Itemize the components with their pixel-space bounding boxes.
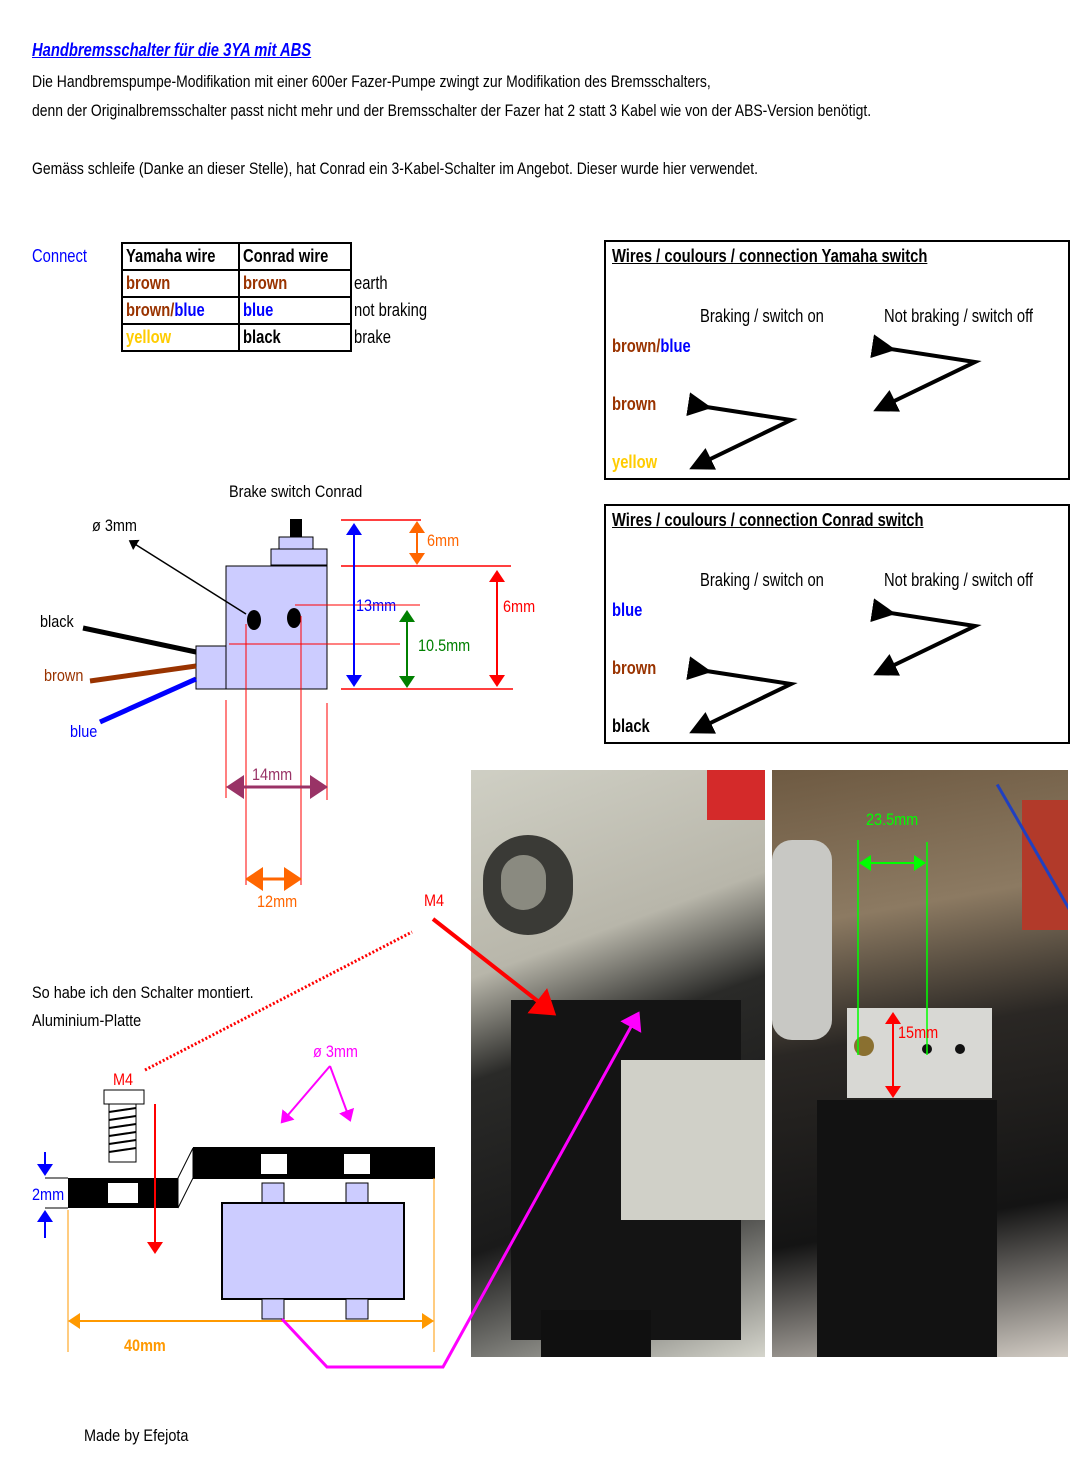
wire-black: black <box>612 716 650 736</box>
wire-function: not braking <box>354 300 428 320</box>
plunger-tip <box>290 519 302 537</box>
wire-terminal <box>195 645 227 690</box>
wire-brown <box>89 663 197 684</box>
plate-bend <box>177 1147 194 1209</box>
yamaha-connection-arrows <box>686 334 982 470</box>
conrad-box-title: Wires / coulours / connection Conrad swi… <box>612 510 924 530</box>
dim-width-label: 14mm <box>252 765 293 784</box>
dim-total-height-label: 13mm <box>356 596 397 615</box>
yamaha-wire: yellow <box>120 323 241 352</box>
connect-table: Yamaha wire Conrad wire brown brown eart… <box>120 242 448 352</box>
table-row: yellow black brake <box>120 323 447 352</box>
mount-hole-2 <box>287 608 301 628</box>
plunger-base <box>270 548 328 566</box>
header-conrad: Conrad wire <box>238 242 353 271</box>
photo-m4-label: M4 <box>424 891 445 910</box>
wire-function: brake <box>354 327 392 347</box>
thickness-label: 2mm <box>32 1185 65 1204</box>
yamaha-wire: brown <box>120 269 241 298</box>
conrad-wire: black <box>238 323 353 352</box>
wire-black <box>82 625 197 655</box>
yamaha-box-title: Wires / coulours / connection Yamaha swi… <box>612 246 928 266</box>
photo-spacing-label: 23.5mm <box>866 810 919 829</box>
holes-label: ø 3mm <box>313 1042 358 1061</box>
dim-hole-spacing-label: 12mm <box>257 892 298 911</box>
dim-plunger-label: 6mm <box>427 531 460 550</box>
photo-height-label: 15mm <box>898 1023 939 1042</box>
plunger-collar <box>278 536 314 550</box>
wire-label-blue: blue <box>70 722 98 741</box>
col-not-braking-off: Not braking / switch off <box>884 570 1034 590</box>
yamaha-switch-box: Wires / coulours / connection Yamaha swi… <box>604 240 1070 480</box>
photo-brake-lever-left <box>471 770 765 1357</box>
screw-label: M4 <box>113 1070 134 1089</box>
arrow-off <box>870 334 982 412</box>
conrad-wire: blue <box>238 296 353 325</box>
intro-line-1: Die Handbremspumpe-Modifikation mit eine… <box>32 72 711 91</box>
mount-hole-1 <box>247 610 261 630</box>
mount-caption-2: Aluminium-Platte <box>32 1011 142 1030</box>
holes-pointer-2 <box>329 1065 355 1122</box>
page-title[interactable]: Handbremsschalter für die 3YA mit ABS <box>32 40 312 60</box>
wire-brown: brown <box>612 658 657 678</box>
wire-yellow: yellow <box>612 452 658 472</box>
footer-credit: Made by Efejota <box>84 1426 189 1445</box>
switch-diagram-title: Brake switch Conrad <box>229 482 363 501</box>
yamaha-wire: brown/blue <box>120 296 241 325</box>
wire-function: earth <box>354 273 388 293</box>
plate-upper <box>193 1147 435 1179</box>
length-label: 40mm <box>124 1336 166 1355</box>
wire-label-black: black <box>40 612 74 631</box>
dim-hole-height-label: 10.5mm <box>418 636 471 655</box>
conrad-switch-box: Wires / coulours / connection Conrad swi… <box>604 504 1070 744</box>
photo-brake-lever-right <box>772 770 1068 1357</box>
hole-pointer-arrow <box>128 539 247 615</box>
arrow-on <box>686 656 798 734</box>
wire-blue: blue <box>612 600 643 620</box>
wire-label-brown: brown <box>44 666 84 685</box>
dim-body-height-label: 6mm <box>503 597 536 616</box>
plate-lower <box>68 1178 178 1208</box>
table-row: brown/blue blue not braking <box>120 296 447 325</box>
screw-shank <box>108 1103 137 1163</box>
col-braking-on: Braking / switch on <box>700 306 824 326</box>
header-function <box>351 243 447 270</box>
hole-diameter-label: ø 3mm <box>92 516 137 535</box>
conrad-connection-arrows <box>686 598 982 734</box>
wire-brown-blue: brown/blue <box>612 336 691 356</box>
col-not-braking-off: Not braking / switch off <box>884 306 1034 326</box>
switch-body <box>225 565 328 690</box>
col-braking-on: Braking / switch on <box>700 570 824 590</box>
wire-blue <box>98 676 198 725</box>
screw-head <box>103 1089 145 1105</box>
wire-brown: brown <box>612 394 657 414</box>
header-yamaha: Yamaha wire <box>120 242 241 271</box>
holes-pointer-1 <box>280 1065 331 1124</box>
table-header-row: Yamaha wire Conrad wire <box>120 242 447 271</box>
arrow-off <box>870 598 982 676</box>
connect-label: Connect <box>32 246 87 266</box>
mounted-switch-body <box>221 1202 405 1300</box>
mount-caption-1: So habe ich den Schalter montiert. <box>32 983 254 1002</box>
conrad-wire: brown <box>238 269 353 298</box>
table-row: brown brown earth <box>120 269 447 298</box>
arrow-on <box>686 392 798 470</box>
intro-line-2: denn der Originalbremsschalter passt nic… <box>32 101 872 120</box>
intro-note: Gemäss schleife (Danke an dieser Stelle)… <box>32 159 759 178</box>
